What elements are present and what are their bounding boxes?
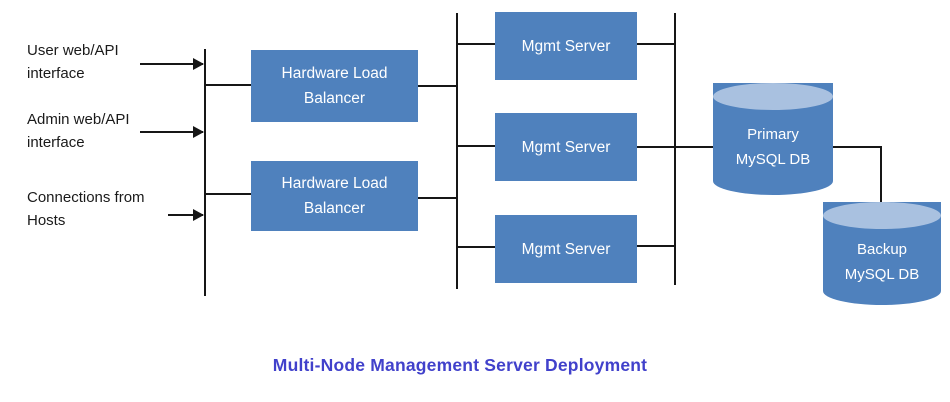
hosts-arrow-right-icon bbox=[168, 209, 204, 221]
backup-db-label: Backup MySQL DB bbox=[844, 240, 920, 283]
diagram-title: Multi-Node Management Server Deployment bbox=[272, 355, 648, 375]
connector-line bbox=[637, 245, 676, 247]
connector-line bbox=[204, 193, 251, 195]
cylinder-top-ellipse bbox=[823, 202, 941, 229]
connector-line bbox=[418, 85, 458, 87]
connector-line bbox=[456, 13, 458, 289]
mgmt-server-node-3: Mgmt Server bbox=[495, 215, 637, 283]
connector-line bbox=[674, 146, 714, 148]
connector-line bbox=[456, 145, 496, 147]
mgmt-server-label: Mgmt Server bbox=[521, 138, 611, 156]
mgmt-server-label: Mgmt Server bbox=[521, 240, 611, 258]
connector-line bbox=[637, 43, 676, 45]
backup-db-cylinder: Backup MySQL DB bbox=[823, 202, 941, 305]
primary-db-label: Primary MySQL DB bbox=[735, 126, 811, 168]
admin-arrow-right-icon bbox=[140, 126, 204, 138]
connector-line bbox=[674, 13, 676, 285]
connector-line bbox=[456, 43, 496, 45]
mgmt-server-node-1: Mgmt Server bbox=[495, 12, 637, 80]
load-balancer-label: Hardware Load Balancer bbox=[281, 175, 388, 217]
connector-line bbox=[833, 146, 882, 148]
connector-line bbox=[637, 146, 676, 148]
connector-line bbox=[204, 84, 251, 86]
cylinder-top-ellipse bbox=[713, 83, 833, 110]
load-balancer-label: Hardware Load Balancer bbox=[281, 65, 388, 107]
connector-line bbox=[418, 197, 458, 199]
input-label-admin-web-api: Admin web/API interface bbox=[27, 111, 130, 151]
load-balancer-node-2: Hardware Load Balancer bbox=[251, 161, 418, 231]
load-balancer-node-1: Hardware Load Balancer bbox=[251, 50, 418, 122]
connector-line bbox=[204, 49, 206, 296]
mgmt-server-node-2: Mgmt Server bbox=[495, 113, 637, 181]
primary-db-cylinder: Primary MySQL DB bbox=[713, 83, 833, 195]
mgmt-server-label: Mgmt Server bbox=[521, 37, 611, 55]
connector-line bbox=[456, 246, 496, 248]
connector-line bbox=[880, 146, 882, 207]
user-arrow-right-icon bbox=[140, 58, 204, 70]
input-label-connections-hosts: Connections from Hosts bbox=[27, 189, 145, 229]
input-label-user-web-api: User web/API interface bbox=[27, 42, 119, 82]
